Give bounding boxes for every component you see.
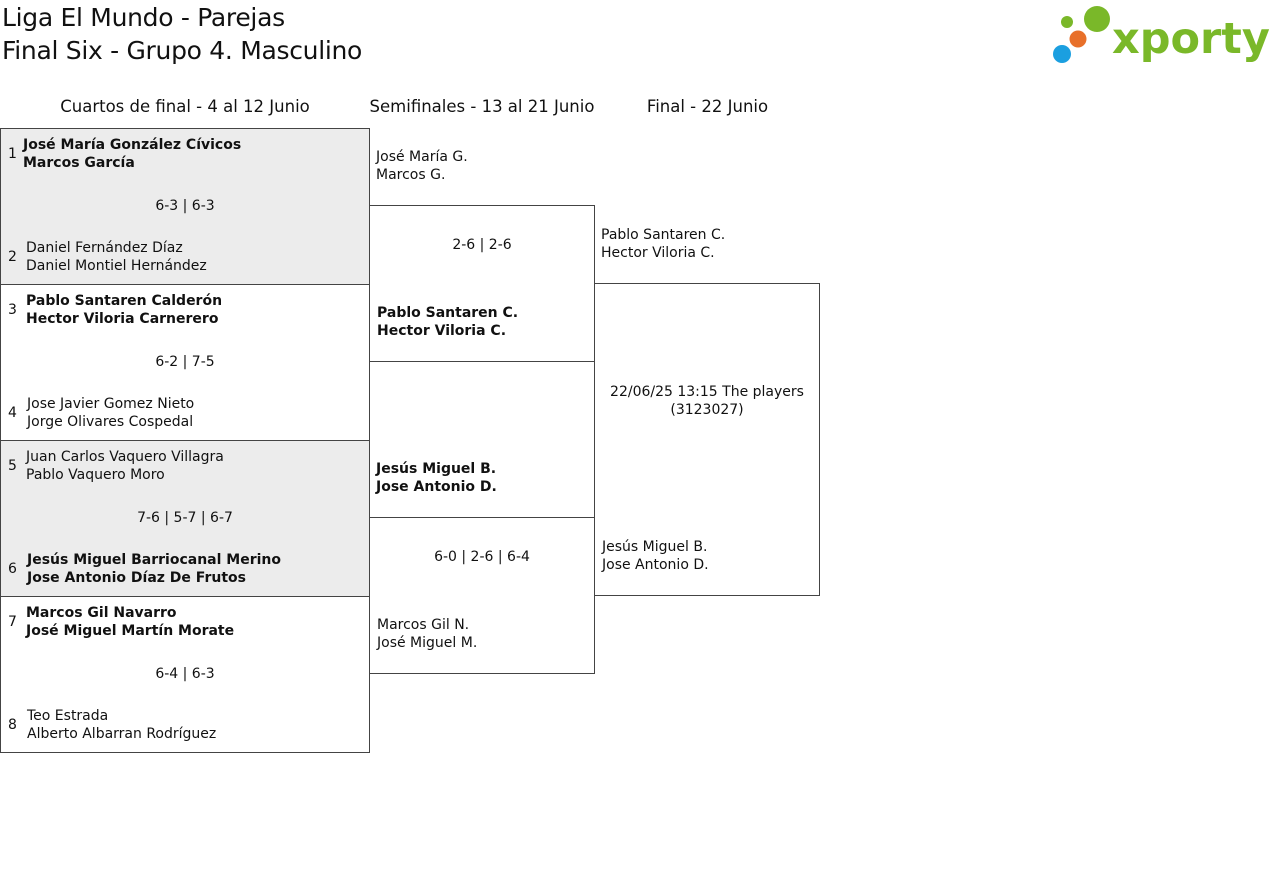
final-match: 22/06/25 13:15 The players (3123027) Jes… — [594, 283, 820, 596]
semifinal-1-top-team: José María G. Marcos G. — [376, 148, 468, 184]
semifinal-2-top-team: Jesús Miguel B. Jose Antonio D. — [376, 460, 497, 496]
player-name: Hector Viloria C. — [377, 323, 507, 339]
column-header-final: Final - 22 Junio — [646, 97, 769, 116]
player-name: Daniel Fernández Díaz — [26, 240, 183, 256]
final-match-info: 22/06/25 13:15 The players (3123027) — [595, 383, 819, 419]
player-name: Jose Javier Gomez Nieto — [27, 396, 195, 412]
logo-dot-green-small — [1061, 16, 1073, 28]
player-name: Pablo Santaren C. — [377, 305, 519, 321]
final-match-id: (3123027) — [670, 402, 744, 418]
player-name: Teo Estrada — [27, 708, 109, 724]
column-header-quarterfinals: Cuartos de final - 4 al 12 Junio — [60, 97, 310, 116]
match-score: 7-6 | 5-7 | 6-7 — [137, 510, 233, 526]
quarterfinal-match-2: 3 Pablo Santaren Calderón Hector Viloria… — [0, 284, 370, 441]
match-score: 2-6 | 2-6 — [452, 237, 512, 253]
logo-text: xporty — [1112, 14, 1270, 64]
match-score: 6-2 | 7-5 — [155, 354, 215, 370]
page-title: Liga El Mundo - Parejas — [2, 3, 285, 32]
quarterfinal-match-1: 1 José María González Cívicos Marcos Gar… — [0, 128, 370, 285]
player-name: Marcos Gil Navarro — [26, 605, 177, 621]
quarterfinal-match-3: 5 Juan Carlos Vaquero Villagra Pablo Vaq… — [0, 440, 370, 597]
player-name: Pablo Santaren Calderón — [26, 293, 223, 309]
semifinal-match-1: 2-6 | 2-6 Pablo Santaren C. Hector Vilor… — [369, 205, 595, 362]
player-name: Marcos G. — [376, 167, 446, 183]
player-name: Jorge Olivares Cospedal — [27, 414, 194, 430]
logo-dot-green-large — [1084, 6, 1110, 32]
logo-dot-orange — [1069, 30, 1087, 48]
seed-number: 6 — [8, 561, 17, 577]
final-top-team: Pablo Santaren C. Hector Viloria C. — [601, 226, 725, 262]
player-name: Marcos García — [23, 155, 135, 171]
seed-number: 4 — [8, 405, 17, 421]
player-name: José Miguel Martín Morate — [26, 623, 235, 639]
player-name: Hector Viloria C. — [601, 245, 715, 261]
player-name: José María González Cívicos — [23, 137, 242, 153]
seed-number: 5 — [8, 458, 17, 474]
player-name: Jose Antonio Díaz De Frutos — [27, 570, 246, 586]
player-name: Marcos Gil N. — [377, 617, 470, 633]
semifinal-1-bottom-team: Pablo Santaren C. Hector Viloria C. — [377, 304, 518, 340]
match-score: 6-0 | 2-6 | 6-4 — [434, 549, 530, 565]
player-name: Jesús Miguel B. — [376, 461, 497, 477]
seed-number: 2 — [8, 249, 17, 265]
final-datetime: 22/06/25 13:15 The players — [610, 384, 804, 400]
player-name: Jesús Miguel B. — [602, 539, 708, 555]
player-name: José María G. — [376, 149, 468, 165]
match-score: 6-3 | 6-3 — [155, 198, 215, 214]
player-name: Jose Antonio D. — [376, 479, 497, 495]
player-name: Pablo Vaquero Moro — [26, 467, 165, 483]
quarterfinal-match-4: 7 Marcos Gil Navarro José Miguel Martín … — [0, 596, 370, 753]
player-name: Jesús Miguel Barriocanal Merino — [27, 552, 281, 568]
logo-dot-blue — [1053, 45, 1071, 63]
semifinal-match-2: 6-0 | 2-6 | 6-4 Marcos Gil N. José Migue… — [369, 517, 595, 674]
player-name: Hector Viloria Carnerero — [26, 311, 219, 327]
xporty-logo: xporty — [1053, 6, 1270, 64]
player-name: Alberto Albarran Rodríguez — [27, 726, 217, 742]
match-score: 6-4 | 6-3 — [155, 666, 215, 682]
player-name: Juan Carlos Vaquero Villagra — [26, 449, 224, 465]
seed-number: 1 — [8, 146, 17, 162]
page-subtitle: Final Six - Grupo 4. Masculino — [2, 36, 363, 65]
player-name: José Miguel M. — [377, 635, 478, 651]
player-name: Jose Antonio D. — [602, 557, 709, 573]
column-header-semifinals: Semifinales - 13 al 21 Junio — [369, 97, 595, 116]
seed-number: 3 — [8, 302, 17, 318]
player-name: Pablo Santaren C. — [601, 227, 726, 243]
seed-number: 8 — [8, 717, 17, 733]
player-name: Daniel Montiel Hernández — [26, 258, 207, 274]
semifinal-2-bottom-team: Marcos Gil N. José Miguel M. — [377, 616, 477, 652]
final-bottom-team: Jesús Miguel B. Jose Antonio D. — [602, 538, 709, 574]
seed-number: 7 — [8, 614, 17, 630]
